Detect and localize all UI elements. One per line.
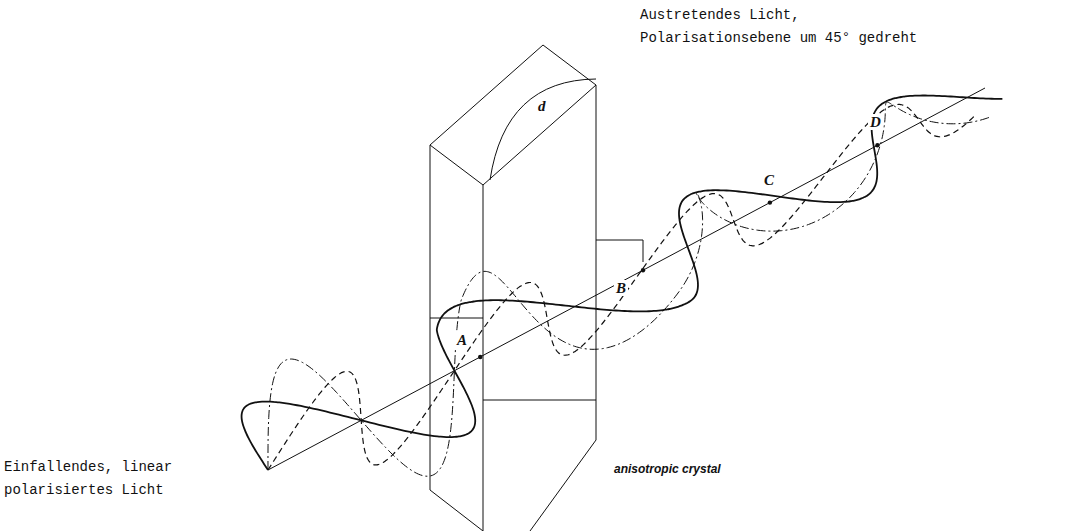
propagation-axis (268, 88, 985, 470)
emergent-light-label: Austretendes Licht, Polarisationsebene u… (640, 4, 940, 50)
point-label: C (762, 172, 776, 188)
crystal-edge (483, 185, 484, 531)
thickness-arc (490, 79, 596, 180)
crystal-edge (430, 318, 483, 319)
incident-light-label: Einfallendes, linear polarisiertes Licht (4, 456, 204, 502)
resultant-wave (268, 102, 990, 476)
crystal-label: anisotropic crystal (612, 462, 723, 476)
crystal-edge (530, 440, 596, 531)
crystal-edge (483, 400, 596, 401)
crystal-edge (596, 85, 597, 440)
crystal-edge (596, 240, 643, 241)
crystal-edge (430, 145, 483, 185)
axis-point (768, 200, 772, 204)
dashed-component-wave (268, 104, 975, 470)
crystal-edge (430, 45, 543, 145)
solid-component-wave (242, 96, 1003, 470)
axis-point (875, 143, 879, 147)
crystal-edge (430, 490, 483, 531)
point-label: B (614, 280, 628, 296)
axis-point (641, 268, 645, 272)
point-label: A (455, 332, 469, 348)
point-label: D (868, 114, 883, 130)
crystal-edge (643, 240, 644, 262)
thickness-label: d (536, 98, 548, 114)
crystal-edge (483, 85, 596, 185)
axis-point (478, 355, 482, 359)
